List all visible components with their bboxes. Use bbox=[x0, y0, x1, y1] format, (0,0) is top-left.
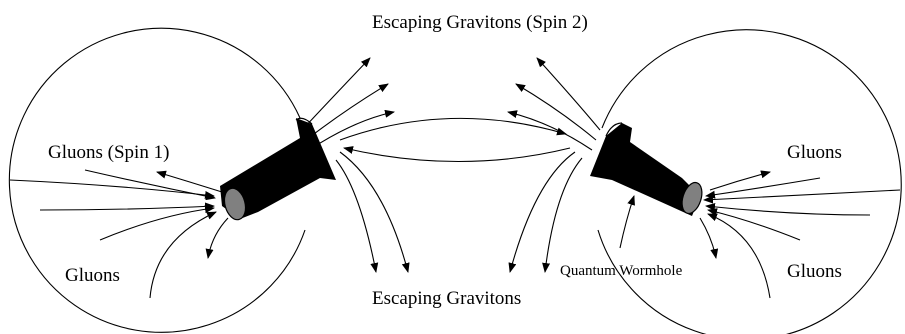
left-wormhole-mouth bbox=[223, 187, 247, 221]
top-gravitons-label: Escaping Gravitons (Spin 2) bbox=[372, 12, 588, 33]
left-gluons-spin-label: Gluons (Spin 1) bbox=[48, 142, 169, 163]
gluon-right-out-1 bbox=[709, 170, 771, 191]
wormhole-pointer bbox=[619, 195, 635, 249]
right-wormhole-throat bbox=[590, 122, 703, 216]
graviton-up-left-3 bbox=[308, 109, 395, 151]
graviton-up-left-1 bbox=[301, 57, 371, 131]
left-wormhole-throat bbox=[220, 117, 336, 221]
gluon-left-4 bbox=[99, 205, 215, 241]
graviton-exchange-left bbox=[343, 146, 571, 163]
gluon-left-out-1 bbox=[156, 170, 223, 193]
gluon-right-1 bbox=[703, 189, 901, 204]
left-gluon-arrows bbox=[9, 169, 229, 299]
right-wormhole-mouth bbox=[681, 181, 703, 215]
graviton-up-right-3 bbox=[507, 110, 593, 151]
gluon-right-2 bbox=[705, 202, 871, 216]
right-gluon-arrows bbox=[699, 170, 901, 299]
gluon-left-out-2 bbox=[205, 217, 229, 259]
gluon-left-5 bbox=[149, 211, 217, 299]
gluon-right-out-2 bbox=[699, 217, 719, 259]
right-gluons-top-label: Gluons bbox=[787, 142, 842, 163]
bottom-graviton-arrows bbox=[335, 151, 583, 273]
graviton-down-left-1 bbox=[335, 159, 379, 273]
gluon-left-3 bbox=[84, 169, 216, 201]
gluon-right-5 bbox=[707, 213, 771, 299]
gluon-left-2 bbox=[39, 202, 215, 211]
graviton-down-right-1 bbox=[508, 151, 576, 273]
right-sphere bbox=[597, 29, 902, 334]
gluon-right-3 bbox=[705, 177, 821, 199]
gluon-left-1 bbox=[9, 179, 215, 199]
exchange-graviton-arrows bbox=[339, 117, 571, 163]
graviton-exchange-right bbox=[339, 117, 567, 141]
graviton-down-left-2 bbox=[339, 151, 410, 273]
top-graviton-arrows bbox=[301, 57, 601, 151]
right-gluons-bottom-label: Gluons bbox=[787, 261, 842, 282]
left-gluons-bottom-label: Gluons bbox=[65, 265, 120, 286]
graviton-up-left-2 bbox=[305, 83, 389, 141]
bottom-gravitons-label: Escaping Gravitons bbox=[372, 288, 521, 309]
wormhole-label: Quantum Wormhole bbox=[560, 263, 683, 279]
left-sphere bbox=[8, 27, 306, 333]
graviton-up-right-1 bbox=[536, 57, 601, 131]
gluon-right-4 bbox=[707, 208, 801, 241]
graviton-down-right-2 bbox=[542, 157, 583, 273]
graviton-up-right-2 bbox=[515, 83, 597, 141]
